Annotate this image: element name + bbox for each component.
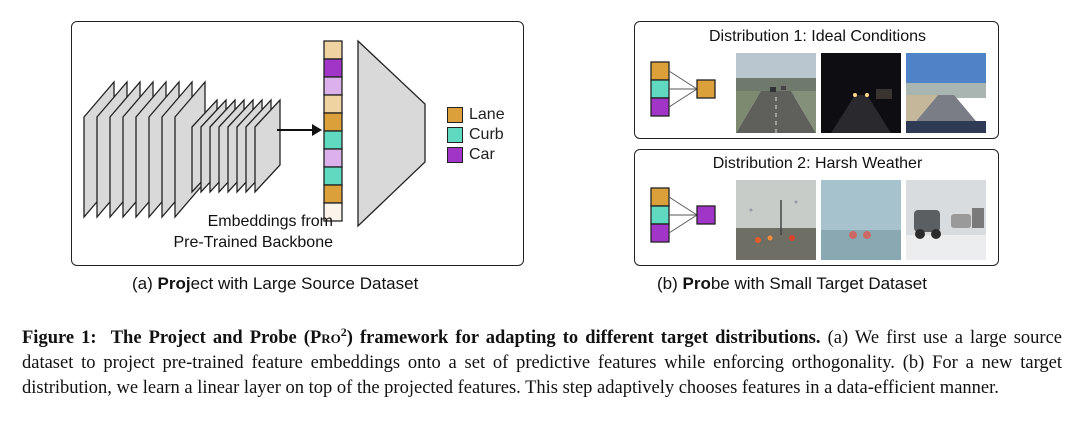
backbone-large-layers (83, 80, 206, 219)
panel-distribution-2: Distribution 2: Harsh Weather (634, 149, 999, 266)
backbone-small-layers (191, 98, 281, 194)
caption-b: (b) Probe with Small Target Dataset (657, 274, 927, 293)
embedding-label: Embeddings from Pre-Trained Backbone (173, 213, 334, 251)
figure-label: Figure 1: (22, 328, 97, 349)
road-photo-highway (906, 53, 986, 133)
legend-label: Lane (469, 106, 505, 123)
panel-distribution-1: Distribution 1: Ideal Conditions (634, 21, 999, 139)
legend-label: Curb (469, 126, 504, 143)
road-photo-snow (906, 180, 986, 260)
lane-swatch (447, 107, 463, 123)
figure-caption: Figure 1: The Project and Probe (Pro2) f… (22, 320, 1062, 401)
projection-layer (357, 39, 426, 228)
legend-label: Car (469, 146, 495, 163)
panel-project: Lane Curb Car Embeddings from Pre-Traine… (71, 21, 524, 266)
car-swatch (447, 147, 463, 163)
road-photo-rain (736, 180, 816, 260)
legend-car: Car (447, 146, 495, 164)
project-diagram (83, 39, 426, 228)
distribution-1-title: Distribution 1: Ideal Conditions (708, 28, 926, 45)
probe-diagram-2 (650, 187, 716, 243)
caption-a: (a) Project with Large Source Dataset (132, 274, 419, 293)
embedding-column (323, 40, 343, 222)
curb-swatch (447, 127, 463, 143)
legend-lane: Lane (447, 106, 505, 124)
road-photo-night (821, 53, 901, 133)
figure-caption-body: (a) We first use a large source dataset … (22, 328, 1063, 399)
road-photo-fog (821, 180, 901, 260)
arrow-icon (277, 124, 322, 136)
road-photo-clear-day (736, 53, 816, 133)
legend-curb: Curb (447, 126, 504, 144)
distribution-2-title: Distribution 2: Harsh Weather (712, 155, 923, 172)
figure-title: The Project and Probe (Pro2) framework f… (110, 325, 821, 349)
probe-diagram-1 (650, 61, 716, 117)
